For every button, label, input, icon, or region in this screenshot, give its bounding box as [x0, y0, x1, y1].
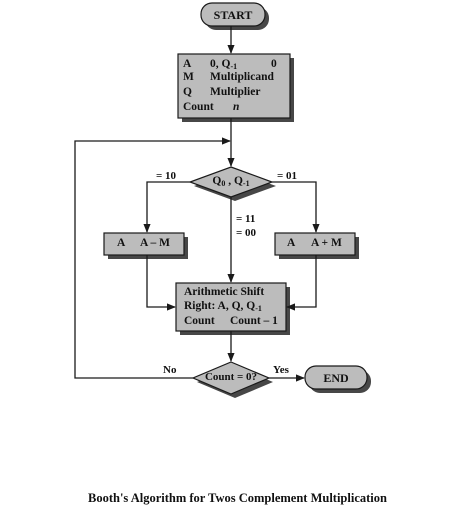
end-terminal	[304, 365, 368, 390]
arrow-decision-to-subtract	[143, 181, 190, 233]
connectors	[74, 26, 320, 382]
decision-count-diamond	[191, 361, 271, 395]
branch-label-10: = 10	[156, 170, 177, 182]
shift-count-reg: Count	[184, 315, 215, 327]
arrow-decision-to-add	[272, 181, 320, 233]
subtract-box	[103, 232, 185, 256]
init-val-q: Multiplier	[210, 86, 261, 98]
figure-caption: Booth's Algorithm for Twos Complement Mu…	[88, 491, 387, 505]
decision-count-label: Count = 0?	[204, 371, 258, 383]
arrow-add-to-shift	[286, 255, 317, 311]
subtract-reg: A	[117, 237, 126, 249]
shift-count-op: Count – 1	[230, 315, 278, 327]
shapes	[103, 2, 371, 398]
decision-q-label: Q0 , Q-1	[212, 175, 250, 188]
subtract-op: A – M	[140, 237, 171, 249]
init-val-m: Multiplicand	[210, 71, 274, 83]
arrow-subtract-to-shift	[146, 255, 176, 311]
arrow-loop-back	[74, 137, 231, 379]
branch-label-00: = 00	[236, 227, 257, 239]
init-reg-m: M	[183, 71, 194, 83]
shift-line-2: Right: A, Q, Q-1	[184, 300, 262, 313]
add-reg: A	[287, 237, 296, 249]
shift-line-1: Arithmetic Shift	[184, 286, 265, 298]
init-reg-q: Q	[183, 86, 192, 98]
init-box	[177, 53, 291, 119]
add-box	[274, 232, 356, 256]
branch-label-01: = 01	[277, 170, 298, 182]
branch-label-11: = 11	[236, 213, 256, 225]
init-reg-count: Count	[183, 101, 214, 113]
end-label: END	[323, 371, 349, 385]
add-op: A + M	[311, 237, 342, 249]
init-val-count: n	[233, 101, 240, 113]
branch-label-yes: Yes	[273, 364, 289, 376]
init-reg-a: A	[183, 58, 192, 70]
init-val-a-zero: 0	[271, 58, 277, 70]
branch-label-no: No	[163, 364, 177, 376]
init-val-a: 0, Q-1	[210, 58, 238, 71]
start-terminal	[200, 2, 266, 27]
start-label: START	[213, 8, 253, 22]
shift-box	[175, 282, 287, 332]
